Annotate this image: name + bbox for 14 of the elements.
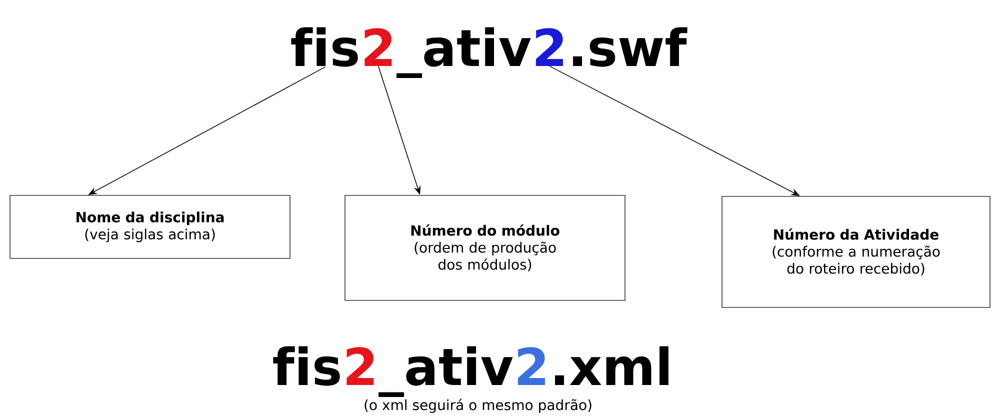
filename-part: 2 [346,347,374,385]
filename-part: fis [273,346,340,386]
filename-part: _ativ [396,27,531,78]
filename-part: 2 [536,28,563,66]
text-box: Nome da disciplina (veja siglas acima) [10,195,290,259]
filename-part: .xml [555,346,668,385]
filename-part: 2 [364,28,392,66]
filename-part: fis [291,27,358,67]
filename-part: .swf [573,27,688,67]
filename-part: 2 [518,347,545,385]
caption: (o xml seguirá o mesmo padrão) [364,398,592,413]
text-box: Número do módulo (ordem de produção dos módulos) [344,195,626,301]
filename-part: _ativ [378,346,513,398]
text-box: Número da Atividade (conforme a numeração do roteiro recebido) [722,196,990,308]
